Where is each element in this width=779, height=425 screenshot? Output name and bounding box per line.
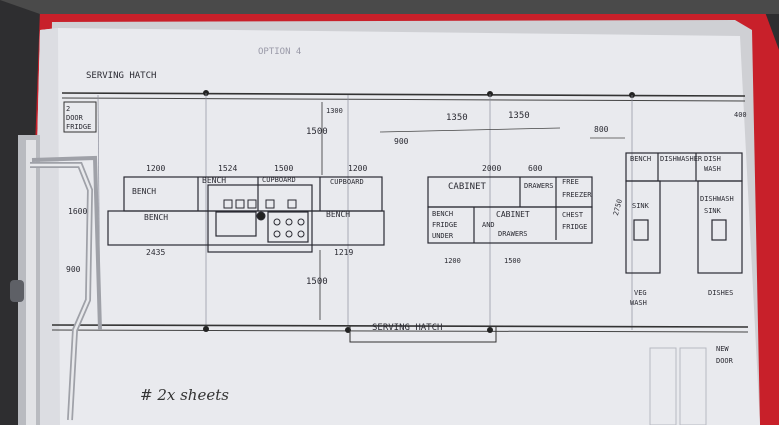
veg-wash-1: VEG (634, 289, 647, 297)
block-cupboard-1: CUPBOARD (262, 176, 296, 184)
freezer-label-1: FREE (562, 178, 579, 186)
veg-wash-2: WASH (630, 299, 647, 307)
dim-1600: 1600 (68, 207, 88, 216)
bench-fridge-1: BENCH (432, 210, 454, 218)
dim-800: 800 (594, 125, 609, 134)
fridge-label-2: DOOR (66, 114, 83, 122)
sink-left: SINK (632, 202, 649, 210)
right-bench: BENCH (326, 210, 351, 219)
dishes-label: DISHES (708, 289, 734, 297)
block-bench-1: BENCH (132, 187, 157, 196)
chest-fridge-2: FRIDGE (562, 223, 588, 231)
cabinet-label: CABINET (448, 182, 486, 192)
dim-2435: 2435 (146, 248, 166, 257)
cabinet-drawers-2: AND (482, 221, 495, 229)
dim-1350-2: 1350 (508, 111, 530, 121)
block-bench-2: BENCH (202, 176, 227, 185)
sinks-bench: BENCH (630, 155, 652, 163)
chest-fridge-1: CHEST (562, 211, 584, 219)
block-cupboard-2: CUPBOARD (330, 178, 364, 186)
vdim-small: 1300 (326, 107, 343, 115)
top-hatch-label: SERVING HATCH (86, 71, 157, 81)
bottom-hatch-label: SERVING HATCH (372, 323, 443, 333)
bench-fridge-2: FRIDGE (432, 221, 458, 229)
dim-600: 600 (528, 164, 543, 173)
dim-1219: 1219 (334, 248, 354, 257)
dish-wash-2: WASH (704, 165, 721, 173)
dim-1200: 1200 (146, 164, 166, 173)
dishwasher-top: DISHWASHER (660, 155, 703, 163)
sink-right-1: DISHWASH (700, 195, 734, 203)
dim-400: 400 (734, 111, 747, 119)
bench-fridge-3: UNDER (432, 232, 454, 240)
dim-1200-r: 1200 (444, 257, 461, 265)
cabinet-drawers-1: CABINET (496, 210, 530, 219)
dim-1500: 1500 (274, 164, 294, 173)
new-door-1: NEW (716, 345, 729, 353)
new-door-2: DOOR (716, 357, 733, 365)
fridge-label-3: FRIDGE (66, 123, 92, 131)
fridge-label-1: 2 (66, 105, 71, 113)
lower-bench: BENCH (144, 213, 169, 222)
dim-1524: 1524 (218, 164, 238, 173)
handwritten-note: # 2x sheets (140, 386, 229, 404)
drawers-label: DRAWERS (524, 182, 554, 190)
binder-clip (10, 135, 102, 425)
dim-900-right: 900 (394, 137, 409, 146)
vdim-lower: 1500 (306, 277, 328, 287)
cabinet-drawers-3: DRAWERS (498, 230, 528, 238)
dish-wash-1: DISH (704, 155, 721, 163)
dim-1500-r: 1500 (504, 257, 521, 265)
dim-900-left: 900 (66, 265, 81, 274)
dim-1350-1: 1350 (446, 113, 468, 123)
freezer-label-2: FREEZER (562, 191, 592, 199)
faint-title: OPTION 4 (258, 47, 302, 57)
dim-2000: 2000 (482, 164, 502, 173)
vdim-upper: 1500 (306, 127, 328, 137)
sink-right-2: SINK (704, 207, 721, 215)
dim-1200b: 1200 (348, 164, 368, 173)
